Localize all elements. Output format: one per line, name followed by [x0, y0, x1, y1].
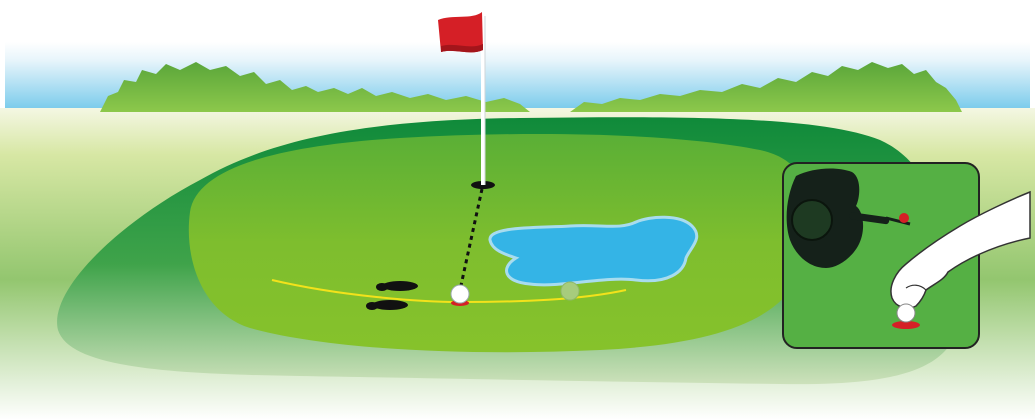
ball-marker: [899, 213, 909, 223]
water-hazard: [490, 217, 697, 285]
golf-ball-icon: [451, 285, 469, 306]
alternate-ball: [561, 282, 579, 300]
